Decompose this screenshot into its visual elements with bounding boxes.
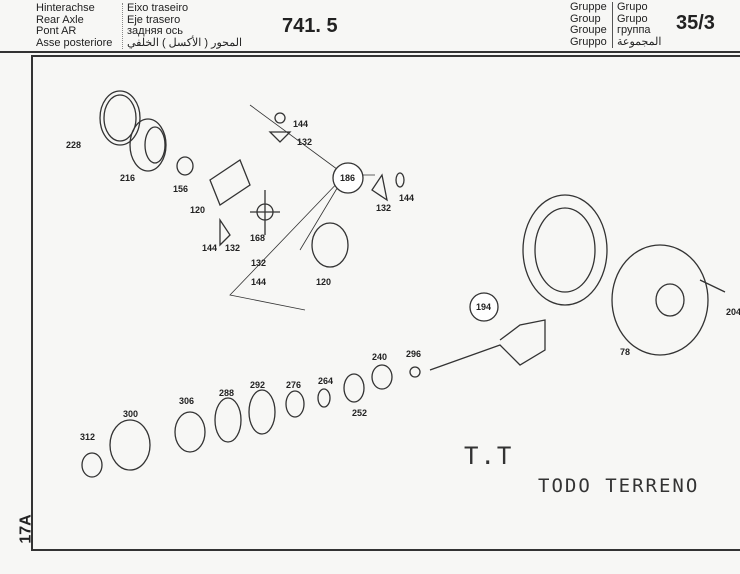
part-label: 120 <box>190 205 206 215</box>
part-label: 204 <box>726 307 740 317</box>
part-120-gear <box>209 159 251 206</box>
title-column-2: Eixo traseiro Eje trasero задняя ось الم… <box>122 2 243 49</box>
part-label: 144 <box>293 119 309 129</box>
group-number: 35/3 <box>676 12 715 34</box>
callout-186 <box>332 162 364 194</box>
title-en: Rear Axle <box>36 13 84 26</box>
part-168-spider <box>250 190 280 235</box>
part-label: 296 <box>406 349 422 359</box>
part-label: 264 <box>318 376 334 386</box>
header-divider <box>0 51 740 53</box>
part-label: 168 <box>250 233 266 243</box>
part-300-flange <box>109 419 151 471</box>
part-label: 132 <box>251 258 267 268</box>
part-label: 132 <box>297 137 313 147</box>
part-label: 132 <box>376 203 392 213</box>
group-labels-right: Grupo Grupo группа المجموعة <box>612 1 662 48</box>
group-labels-left: Gruppe Group Groupe Gruppo <box>570 1 607 48</box>
part-156-washer <box>176 156 194 176</box>
section-code: 741. 5 <box>282 15 338 37</box>
title-ru: задняя ось <box>127 25 183 37</box>
part-label: 78 <box>620 347 631 357</box>
part-label: 144 <box>251 277 267 287</box>
part-label: 120 <box>316 277 332 287</box>
group-label-ar: المجموعة <box>617 35 662 48</box>
part-label: 156 <box>173 184 189 194</box>
part-132-pinion-right <box>371 173 388 202</box>
title-it: Asse posteriore <box>36 36 113 49</box>
part-label: 132 <box>225 243 241 253</box>
part-194-ring-gear <box>522 194 608 306</box>
part-label: 240 <box>372 352 388 362</box>
part-label: 228 <box>66 140 82 150</box>
stamp-tt: T.T <box>464 442 514 470</box>
part-label: 252 <box>352 408 368 418</box>
title-column-1: Hinterachse Rear Axle Pont AR Asse poste… <box>36 2 113 49</box>
part-216-bearing <box>129 118 167 172</box>
part-label: 300 <box>123 409 139 419</box>
part-120-side-gear <box>311 222 349 268</box>
part-label: 292 <box>250 380 266 390</box>
group-label-de: Gruppe <box>570 1 607 13</box>
title-es: Eje trasero <box>127 13 181 26</box>
callout-label: 194 <box>476 302 492 312</box>
part-label: 144 <box>399 193 415 203</box>
group-label-ru: группа <box>617 24 651 36</box>
group-label-en: Group <box>570 12 601 25</box>
part-228-ring <box>99 90 141 146</box>
part-label: 312 <box>80 432 96 442</box>
group-label-it: Gruppo <box>570 35 607 48</box>
diagram-frame <box>31 55 740 551</box>
part-132-pinion <box>268 131 292 143</box>
part-label: 288 <box>219 388 235 398</box>
part-label: 144 <box>202 243 218 253</box>
part-label: 306 <box>179 396 195 406</box>
page-reference: 17A <box>17 514 35 544</box>
part-78-differential-case <box>611 244 709 356</box>
title-ar: المحور ( الأكسل ) الخلفي <box>127 36 243 49</box>
stamp-todo-terreno: TODO TERRENO <box>538 475 700 497</box>
title-pt: Eixo traseiro <box>127 2 189 14</box>
title-de: Hinterachse <box>36 2 95 14</box>
group-label-pt: Grupo <box>617 1 648 13</box>
callout-194 <box>469 292 499 322</box>
part-312-nut <box>81 452 103 478</box>
title-fr: Pont AR <box>36 25 77 37</box>
callout-label: 186 <box>340 173 356 183</box>
part-144-washer <box>274 112 286 124</box>
part-194-pinion-shaft <box>429 319 546 371</box>
group-label-fr: Groupe <box>570 24 607 36</box>
group-label-es: Grupo <box>617 12 648 25</box>
part-label: 216 <box>120 173 136 183</box>
part-label: 276 <box>286 380 302 390</box>
